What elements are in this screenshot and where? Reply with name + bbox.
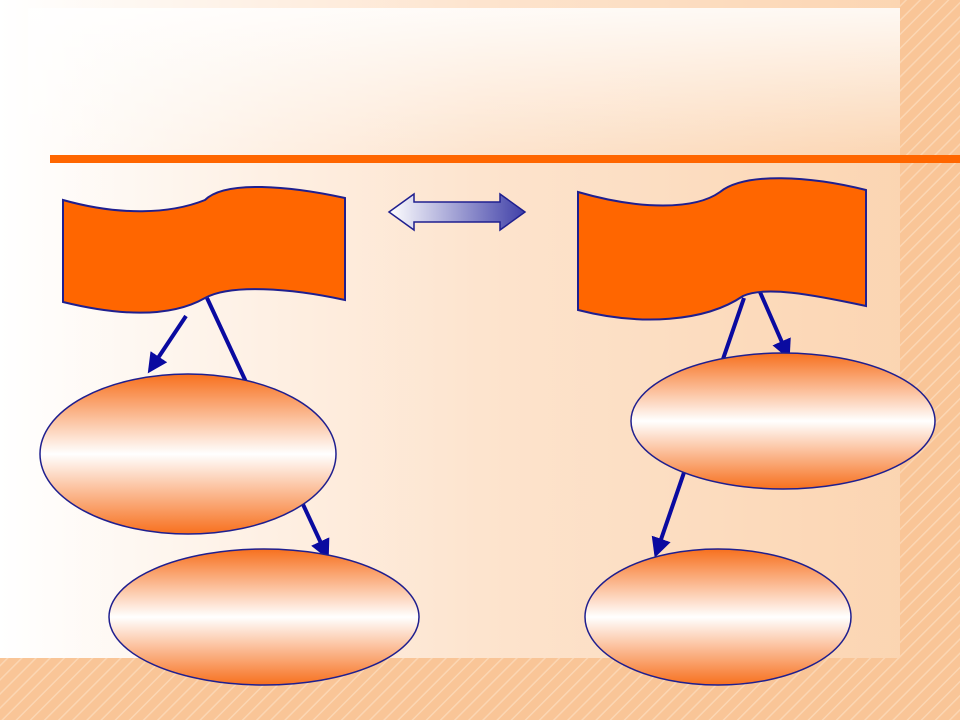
- left-lower-oval: [108, 548, 420, 686]
- connector-right-banner-to-upper-oval: [758, 291, 791, 360]
- connector-left-banner-to-upper-oval: [147, 314, 188, 374]
- right-banner: [577, 177, 867, 321]
- double-arrow: [387, 192, 527, 232]
- title-rule: [50, 155, 960, 163]
- right-upper-oval: [630, 352, 936, 490]
- right-lower-oval: [584, 548, 852, 686]
- bottom-frame-strip: [0, 658, 960, 720]
- right-frame-strip: [900, 0, 960, 720]
- title-area: [28, 8, 900, 158]
- left-upper-oval: [39, 373, 337, 535]
- left-banner: [62, 185, 346, 314]
